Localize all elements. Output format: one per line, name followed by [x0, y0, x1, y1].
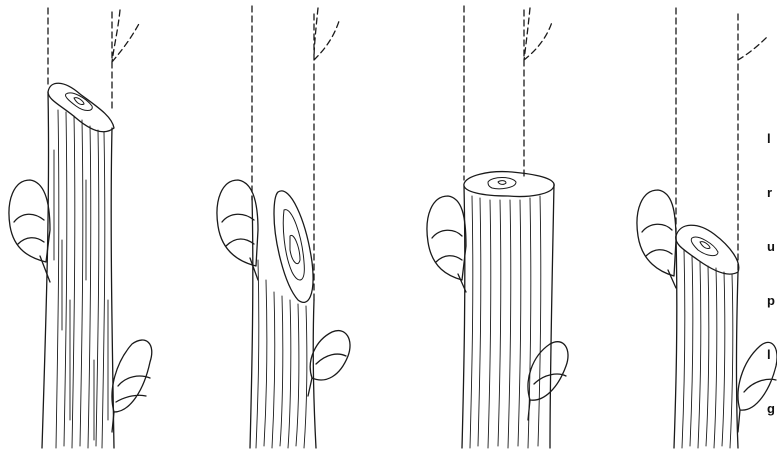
bark-texture	[54, 110, 108, 448]
bud-right-stalk	[738, 410, 740, 432]
bud-right	[310, 331, 350, 380]
growth-rings	[283, 210, 304, 280]
bud-right	[112, 340, 152, 412]
bud-left	[637, 190, 676, 276]
panel-4	[637, 8, 777, 448]
growth-rings	[691, 237, 718, 256]
panel-3	[427, 6, 568, 448]
panel-2	[217, 6, 350, 448]
dashed-guide-right	[314, 8, 340, 300]
bud-left	[427, 196, 466, 280]
growth-rings	[65, 93, 92, 111]
bark-texture	[470, 196, 541, 448]
cut-surface	[464, 172, 554, 197]
dashed-guide-right	[112, 10, 140, 110]
caption-line: g	[767, 400, 777, 418]
caption-line: r	[767, 184, 777, 202]
bud-left-stalk	[40, 256, 50, 282]
caption-line: l	[767, 130, 777, 148]
bud-right	[528, 342, 568, 401]
panel-1	[9, 8, 152, 448]
cut-surface	[676, 225, 739, 274]
bark-texture	[256, 260, 307, 448]
bark-texture	[682, 250, 733, 448]
bud-right-stalk	[308, 378, 312, 396]
dashed-guide-right	[738, 14, 768, 270]
caption-fragment: l r u p l g	[767, 94, 777, 436]
caption-line: u	[767, 238, 777, 256]
growth-rings	[488, 178, 516, 189]
caption-line: l	[767, 346, 777, 364]
caption-line: p	[767, 292, 777, 310]
dashed-guide-right	[524, 8, 552, 180]
cut-surface	[274, 191, 313, 303]
bud-left	[9, 180, 50, 262]
